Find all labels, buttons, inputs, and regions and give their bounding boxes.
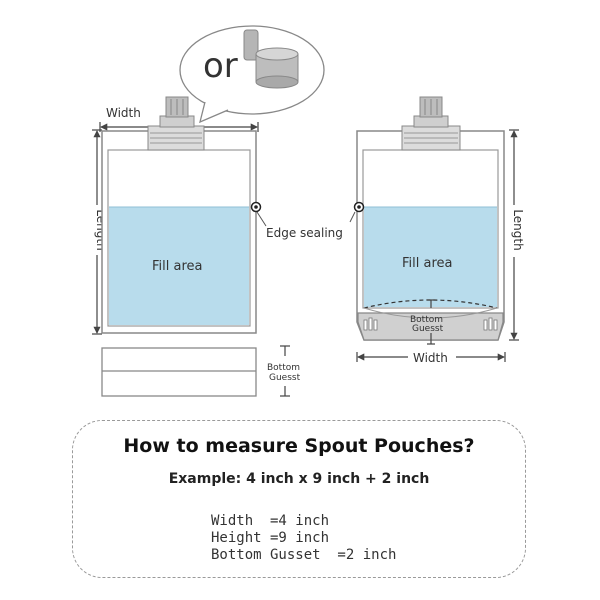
speech-bubble: or xyxy=(179,25,325,124)
left-fill-area xyxy=(109,207,249,325)
spec-bottom-gusset: Bottom Gusset =2 inch xyxy=(211,547,397,563)
right-length-label: Length xyxy=(511,209,525,250)
or-text: or xyxy=(203,46,238,86)
right-fill-label: Fill area xyxy=(402,256,453,271)
left-gusset-label-2: Guesst xyxy=(269,373,301,383)
left-fill-label: Fill area xyxy=(152,259,203,274)
info-title: How to measure Spout Pouches? xyxy=(123,435,475,457)
left-spout-icon xyxy=(147,96,205,151)
gusset-slots xyxy=(363,317,498,331)
left-pouch: Width Length Fill area Edge sealing xyxy=(84,96,343,397)
cap-icon xyxy=(243,29,299,89)
right-pouch: Fill area Bottom Guesst xyxy=(349,96,525,365)
right-fill-area xyxy=(364,207,497,307)
spec-height: Height =9 inch xyxy=(211,530,330,546)
measurement-info-box: How to measure Spout Pouches? Example: 4… xyxy=(72,420,526,578)
edge-sealing-label: Edge sealing xyxy=(266,226,343,240)
right-gusset-area xyxy=(357,312,504,341)
info-example: Example: 4 inch x 9 inch + 2 inch xyxy=(168,471,430,487)
pouch-diagram: or Width Length Fill area xyxy=(84,25,525,397)
spec-width: Width =4 inch xyxy=(211,513,330,529)
right-gusset-label-1: Bottom xyxy=(410,315,443,325)
right-gusset-label-2: Guesst xyxy=(412,324,444,334)
left-gusset-block xyxy=(101,347,257,397)
left-gusset-label-1: Bottom xyxy=(267,363,300,373)
right-spout-icon xyxy=(401,96,461,151)
left-width-label: Width xyxy=(106,106,141,120)
right-width-label: Width xyxy=(413,351,448,365)
